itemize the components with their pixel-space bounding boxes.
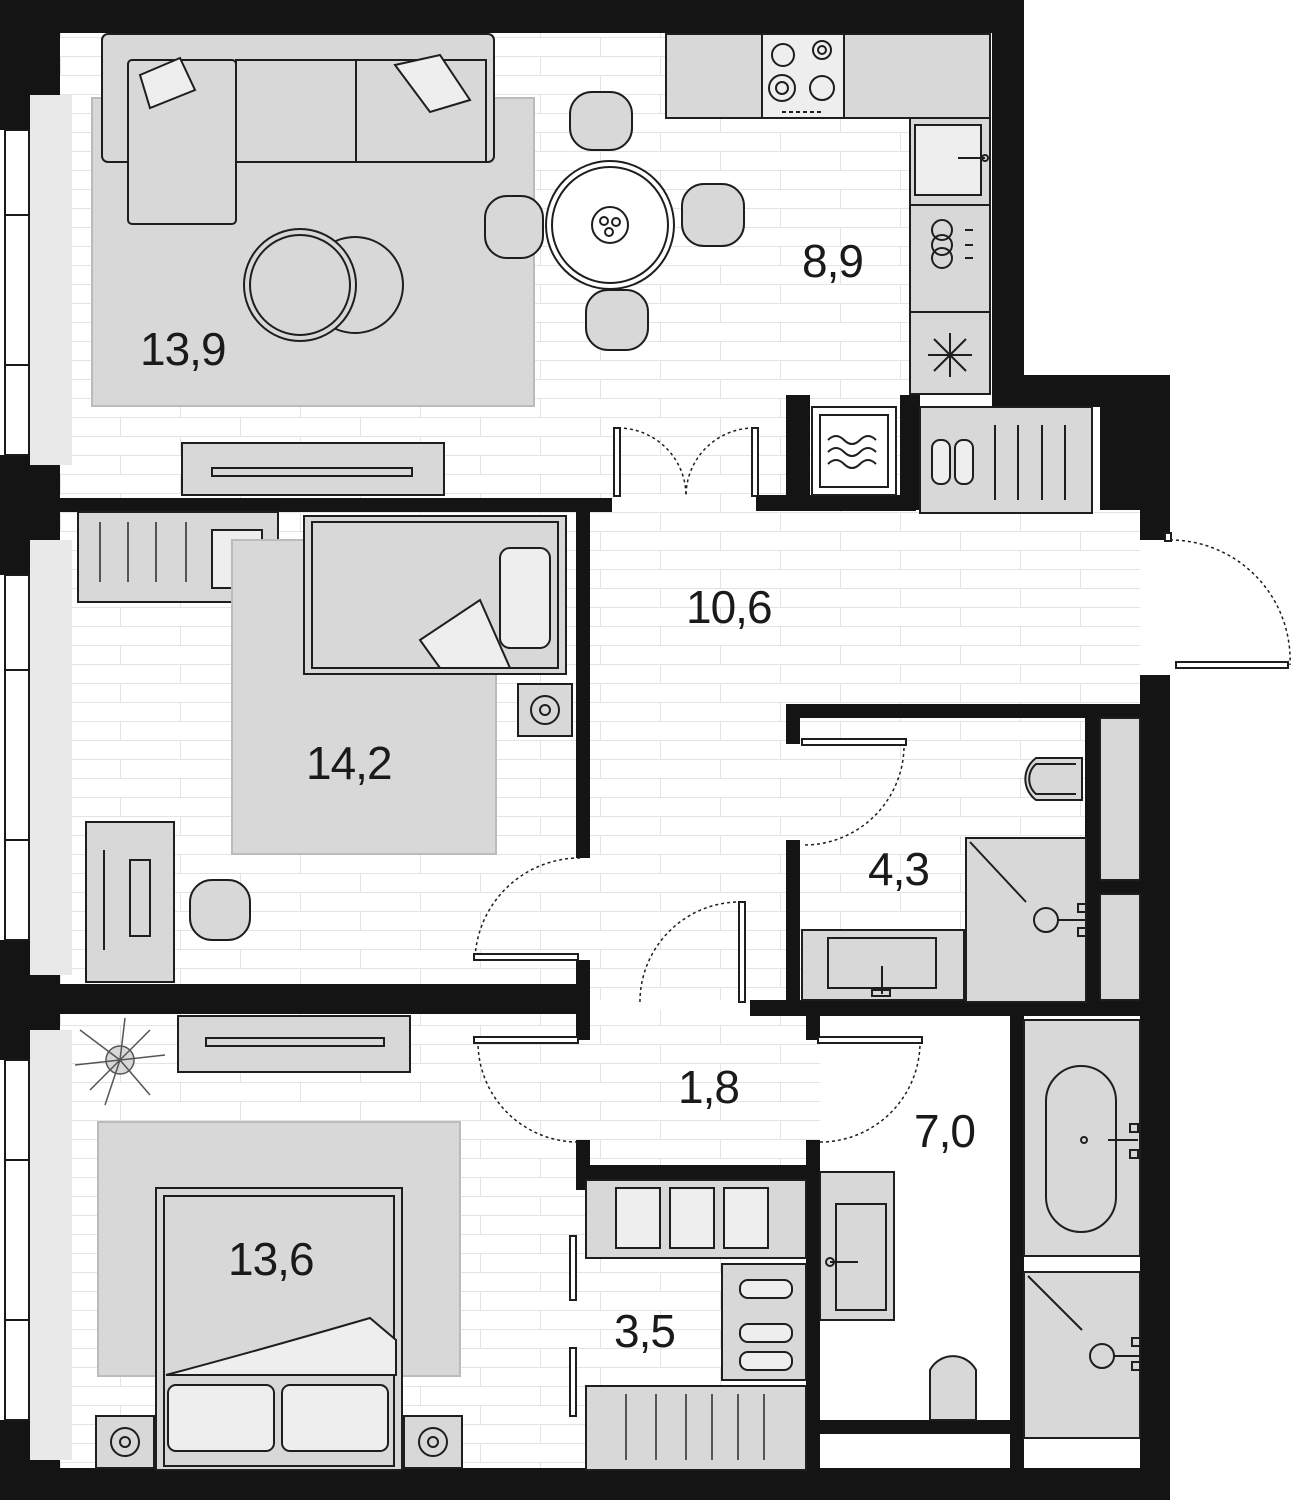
plant-icon xyxy=(74,1017,166,1106)
window-icon xyxy=(4,129,30,1421)
bed-icon xyxy=(155,1187,403,1471)
toilet-icon xyxy=(1024,757,1083,801)
shower-icon xyxy=(965,837,1087,1003)
fridge-icon xyxy=(910,311,990,377)
walls xyxy=(0,0,1170,1500)
room-area-bathroom: 7,0 xyxy=(914,1105,976,1157)
chair-icon xyxy=(189,91,745,941)
nightstand xyxy=(517,683,573,737)
shaft xyxy=(1099,893,1141,1001)
toilet-icon xyxy=(929,1355,977,1421)
shaft xyxy=(1099,717,1141,881)
bathtub-icon xyxy=(1023,1019,1141,1257)
room-area-bedroom-1: 14,2 xyxy=(306,737,393,789)
wardrobe-icon xyxy=(585,1179,807,1471)
dining-table-icon xyxy=(545,160,675,290)
bed-icon xyxy=(303,515,567,675)
dishwasher-icon xyxy=(910,204,990,269)
sofa-icon xyxy=(101,33,495,225)
tv-stand xyxy=(181,442,445,496)
coffee-table xyxy=(243,228,404,342)
room-area-wardrobe: 3,5 xyxy=(614,1305,676,1357)
room-area-wc: 4,3 xyxy=(868,843,930,895)
entry-closet xyxy=(919,406,1093,514)
sink-icon xyxy=(819,1171,895,1321)
wardrobe-icon xyxy=(77,511,279,603)
sink-icon xyxy=(801,929,965,1001)
stove-icon xyxy=(761,33,845,119)
sink-icon xyxy=(914,124,989,196)
door-leaves xyxy=(473,427,1289,1417)
room-area-living: 13,9 xyxy=(140,323,227,375)
room-area-hall: 10,6 xyxy=(686,581,773,633)
room-area-corridor: 1,8 xyxy=(678,1061,740,1113)
washing-machine-icon xyxy=(811,406,897,496)
shower-icon xyxy=(1023,1271,1141,1439)
room-area-kitchen: 8,9 xyxy=(802,235,864,287)
desk-icon xyxy=(85,821,175,983)
nightstand xyxy=(95,1415,463,1469)
tv-stand xyxy=(177,1015,411,1073)
room-area-bedroom-2: 13,6 xyxy=(228,1233,315,1285)
